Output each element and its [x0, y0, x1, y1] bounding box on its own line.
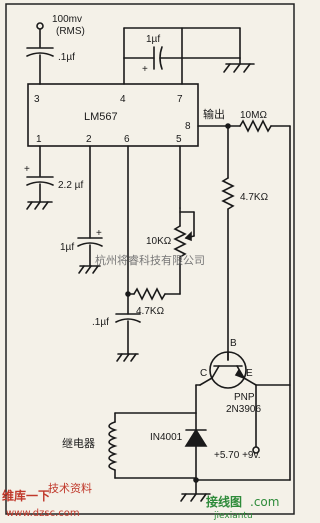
label-c-pin1: 2.2 µf: [58, 180, 83, 191]
label-q-type: PNP: [234, 392, 255, 403]
watermark-right-brand: 接线图: [206, 494, 242, 509]
label-supply: +5.70 +9v.: [214, 450, 261, 461]
watermark-center: 杭州将睿科技有限公司: [95, 253, 205, 267]
relay-coil-icon: [108, 421, 118, 471]
watermark-left-brand: 技术资料: [48, 481, 92, 495]
label-plus-pin2: +: [96, 228, 102, 239]
watermark-left-top: 维库一下: [2, 488, 50, 503]
label-pin1: 1: [36, 134, 42, 145]
label-pin4: 4: [120, 94, 126, 105]
label-c-pin2: 1µf: [60, 242, 74, 253]
resistor-base: [221, 177, 235, 210]
border-frame: [5, 3, 295, 515]
label-c-top: 1µf: [146, 34, 160, 45]
pin1-capacitor-curve: [26, 181, 54, 186]
label-pin2: 2: [86, 134, 92, 145]
label-relay: 继电器: [62, 437, 95, 450]
label-plus-top: +: [142, 64, 148, 75]
watermark-right-com: .com: [250, 495, 279, 509]
resistor-10m: [239, 119, 272, 133]
pin2-capacitor-curve: [77, 242, 103, 247]
label-r-timing: 4.7KΩ: [136, 306, 165, 317]
watermark-right-url: jiexiantu: [213, 511, 253, 521]
label-q-c: C: [200, 368, 207, 379]
label-diode: IN4001: [150, 432, 183, 443]
label-pin7: 7: [177, 94, 183, 105]
label-c-timing: .1µf: [92, 317, 109, 328]
label-q-part: 2N3906: [226, 404, 261, 415]
timing-capacitor-curve: [115, 318, 141, 323]
label-pin6: 6: [124, 134, 130, 145]
watermark-left-url: www.dzsc.com: [6, 508, 80, 519]
label-r-out: 10MΩ: [240, 110, 267, 121]
label-output: 输出: [203, 107, 225, 121]
label-plus-pin1: +: [24, 164, 30, 175]
label-c-in: .1µf: [58, 52, 75, 63]
potentiometer-10k: [173, 225, 187, 258]
label-pot: 10KΩ: [146, 236, 172, 247]
label-input-level: 100mv: [52, 14, 82, 25]
label-q-b: B: [230, 338, 237, 349]
label-pin3: 3: [34, 94, 40, 105]
schematic: 100mv (RMS) .1µf 1µf + 3 4 7 8 LM567 1 2…: [2, 3, 295, 521]
label-r-base: 4.7KΩ: [240, 192, 269, 203]
ic-body: [27, 83, 199, 147]
label-input-rms: (RMS): [56, 26, 85, 37]
resistor-timing: [133, 287, 166, 301]
label-ic-name: LM567: [84, 111, 118, 123]
label-pin8: 8: [185, 121, 191, 132]
pot-wiper-arrow: [184, 231, 192, 242]
label-q-e: E: [246, 368, 253, 379]
input-capacitor-curve: [26, 52, 54, 57]
label-pin5: 5: [176, 134, 182, 145]
